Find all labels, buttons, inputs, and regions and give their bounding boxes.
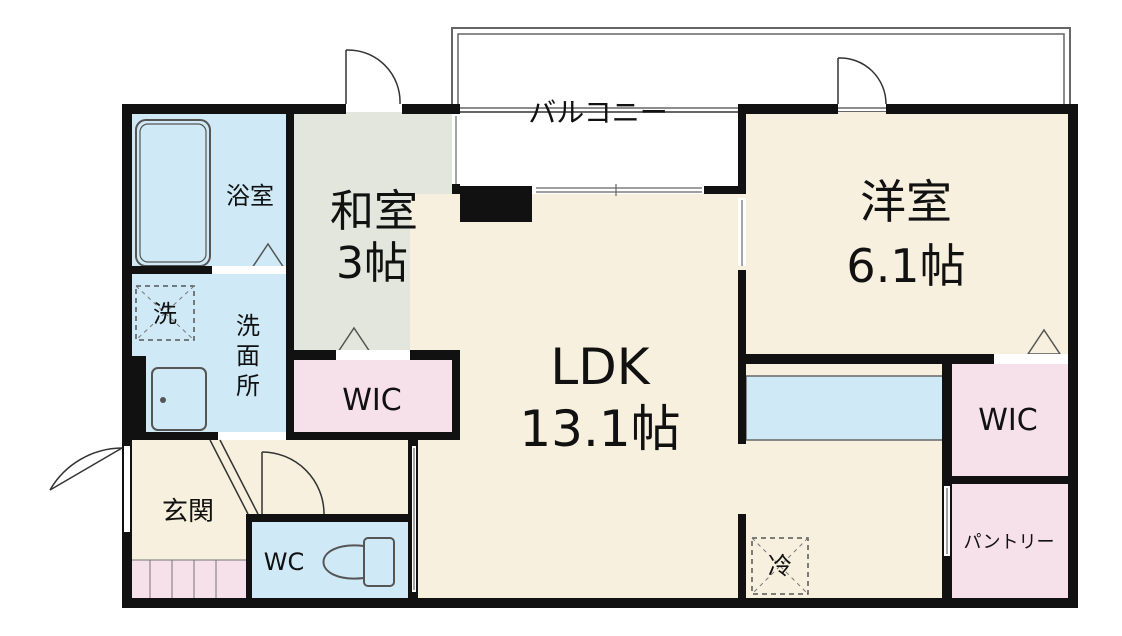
pantry-room [948,482,1070,598]
bath-room [128,112,288,272]
washbasin [151,367,207,431]
washroom-char-3: 所 [236,372,260,400]
yoshitsu-room [742,112,1070,358]
washroom-char-1: 洗 [236,312,260,340]
doors [49,49,887,515]
washroom-room [128,272,288,438]
wic-right-label: WIC [978,403,1037,438]
bath-label: 浴室 [226,182,274,210]
wc-label: WC [264,548,305,576]
washitsu-name: 和室 [330,186,418,237]
ldk-room-upper [456,194,742,444]
wic-right-room [948,360,1070,476]
wic-left-label: WIC [342,383,401,418]
balcony-label: バルコニー [528,96,667,129]
genkan-step [128,560,248,598]
ldk-size: 13.1帖 [519,400,680,458]
window-lines [413,116,948,590]
washer-label: 洗 [153,300,177,328]
fridge-label: 冷 [768,552,792,580]
yoshitsu-size: 6.1帖 [846,239,965,293]
walls [122,104,1078,608]
genkan-step-lines [128,559,248,598]
wc-room [250,518,410,598]
washroom-char-2: 面 [236,342,260,370]
yoshitsu-name: 洋室 [860,175,952,229]
kitchen-counter [745,375,945,441]
ldk-name: LDK [550,338,650,396]
washer-box [135,285,195,341]
wic-left-room [290,358,458,436]
hall-area [248,438,410,518]
fridge-box [751,537,809,595]
toilet [322,537,395,587]
washitsu-size: 3帖 [336,238,408,289]
pantry-label: パントリー [964,532,1055,553]
genkan-label: 玄関 [162,497,214,527]
